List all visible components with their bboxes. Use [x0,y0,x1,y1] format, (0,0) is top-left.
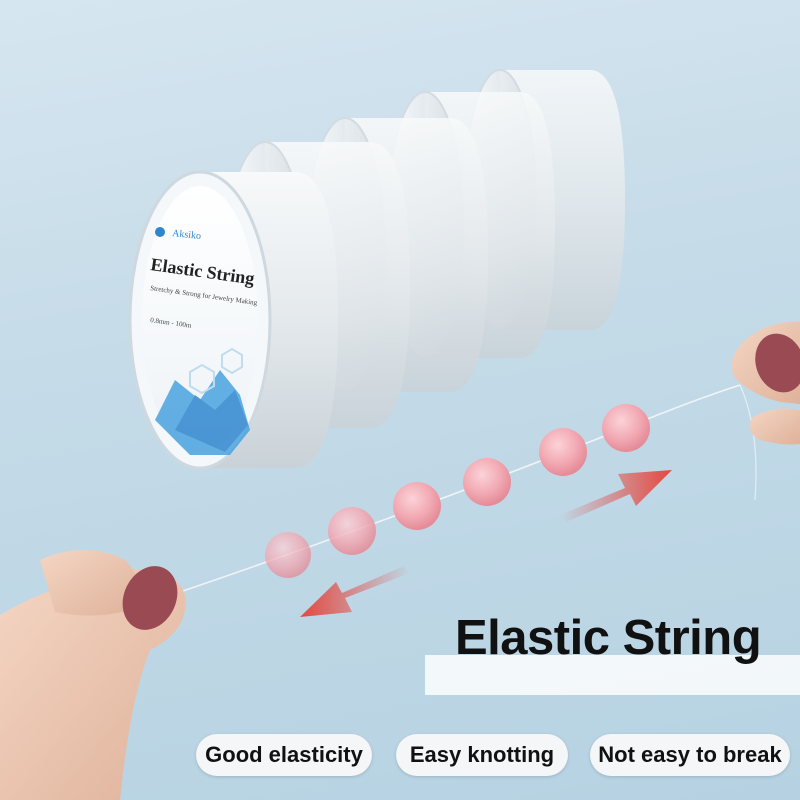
string-tail [739,384,757,501]
fingernail [755,333,800,393]
feature-badge-elasticity: Good elasticity [196,734,372,776]
stretch-arrow-left [300,566,410,617]
right-hand [731,321,800,445]
headline: Elastic String [455,611,762,665]
bead [393,482,441,530]
feature-badge-knotting: Easy knotting [396,734,568,776]
bead-row [265,404,650,578]
left-hand [0,550,186,800]
spool-front: Aksiko Elastic String Stretchy & Strong … [128,170,338,470]
bead [265,532,311,578]
feature-badge-durability: Not easy to break [590,734,790,776]
headline-band [425,655,800,695]
stretch-arrow-right [560,470,672,522]
spool-brand: Aksiko [172,228,202,242]
bead [328,507,376,555]
spool-stack: Aksiko Elastic String Stretchy & Strong … [128,69,625,470]
fingernail [122,566,178,630]
bead [602,404,650,452]
bead [463,458,511,506]
bead [539,428,587,476]
